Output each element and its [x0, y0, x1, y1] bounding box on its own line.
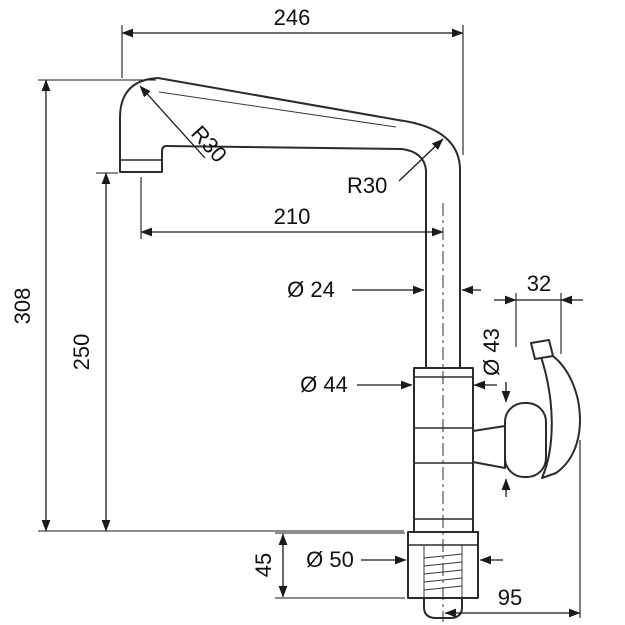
- dim-handle-width-label: 32: [527, 271, 551, 296]
- dim-base-diameter: Ø 50: [306, 547, 503, 572]
- leader-line: [139, 85, 206, 159]
- dim-body-diameter: Ø 44: [300, 372, 497, 397]
- dim-handle-diameter: Ø 43: [479, 328, 511, 497]
- handle-lever-blade: [538, 349, 581, 479]
- dim-radius-right-label: R30: [347, 173, 387, 198]
- dim-total-width: 246: [121, 5, 464, 155]
- dim-total-height-label: 308: [10, 288, 35, 325]
- dim-radius-right: R30: [347, 138, 444, 198]
- dim-base-height: 45: [251, 532, 405, 599]
- leader-line: [398, 138, 444, 182]
- dim-spout-reach-label: 210: [274, 204, 311, 229]
- dim-body-diameter-label: Ø 44: [300, 372, 348, 397]
- dim-base-diameter-label: Ø 50: [306, 547, 354, 572]
- handle-lever-tip: [530, 339, 554, 360]
- dim-spout-height-label: 250: [69, 334, 94, 371]
- dim-handle-width: 32: [494, 271, 583, 354]
- dim-total-width-label: 246: [274, 5, 311, 30]
- dim-handle-reach: 95: [444, 440, 581, 618]
- handle-escutcheon: [504, 402, 547, 478]
- dim-pipe-diameter-label: Ø 24: [287, 277, 335, 302]
- faucet-outline-group: [119, 77, 581, 622]
- dim-base-height-label: 45: [251, 553, 276, 577]
- dim-handle-reach-label: 95: [498, 585, 522, 610]
- dim-pipe-diameter: Ø 24: [287, 277, 481, 302]
- faucet-spout: [119, 77, 461, 370]
- handle-valve-neck: [472, 425, 506, 469]
- dim-spout-height: 250: [69, 172, 118, 532]
- dim-total-height: 308: [10, 79, 404, 532]
- spout-cone-line: [158, 91, 397, 128]
- dim-handle-diameter-label: Ø 43: [479, 328, 504, 376]
- dim-spout-reach: 210: [140, 177, 444, 239]
